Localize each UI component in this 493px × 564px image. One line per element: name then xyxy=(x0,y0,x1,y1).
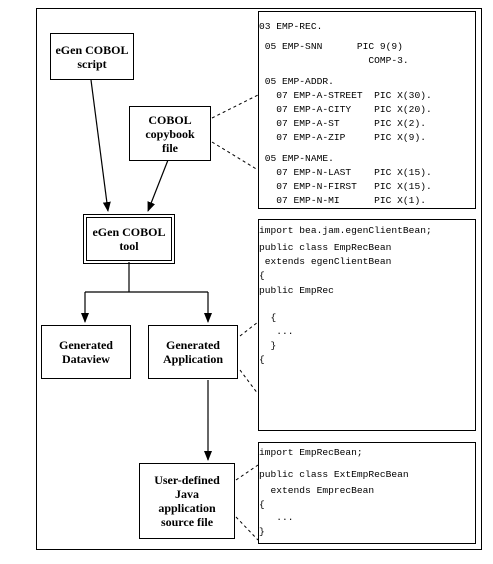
code-line: 05 EMP-NAME. xyxy=(259,153,334,164)
arrow-copybook-to-tool xyxy=(147,159,169,212)
code-line: 07 EMP-A-ST PIC X(2). xyxy=(259,118,426,129)
node-user-defined-java-source: User-defined Java application source fil… xyxy=(139,463,235,539)
callout-application-bottom xyxy=(239,369,259,395)
node-egen-cobol-script: eGen COBOL script xyxy=(50,33,134,80)
code-line: { xyxy=(259,270,265,281)
code-line: import EmpRecBean; xyxy=(259,447,363,458)
code-line: 07 EMP-A-CITY PIC X(20). xyxy=(259,104,432,115)
node-cobol-copybook-file: COBOL copybook file xyxy=(129,106,211,161)
code-line: } xyxy=(259,526,265,537)
user-code-panel: import EmpRecBean; public class ExtEmpRe… xyxy=(258,442,476,544)
node-generated-dataview: Generated Dataview xyxy=(41,325,131,379)
code-line: 07 EMP-A-STREET PIC X(30). xyxy=(259,90,432,101)
code-line: } xyxy=(259,340,277,351)
code-line: 07 EMP-N-MI PIC X(1). xyxy=(259,195,426,206)
code-line: { xyxy=(259,312,277,323)
code-line: COMP-3. xyxy=(259,55,409,66)
copybook-code-panel: 03 EMP-REC. 05 EMP-SNN PIC 9(9) COMP-3. … xyxy=(258,11,476,209)
code-line: { xyxy=(259,499,265,510)
callout-copybook-top xyxy=(211,94,259,119)
code-line: 05 EMP-ADDR. xyxy=(259,76,334,87)
code-line: 05 EMP-SNN PIC 9(9) xyxy=(259,41,403,52)
code-line: public class EmpRecBean xyxy=(259,242,392,253)
callout-copybook-bottom xyxy=(211,141,259,171)
code-line: extends EmprecBean xyxy=(259,485,375,496)
generated-code-panel: import bea.jam.egenClientBean; public cl… xyxy=(258,219,476,431)
callout-user-source-bottom xyxy=(235,516,259,541)
code-line: 07 EMP-N-LAST PIC X(15). xyxy=(259,167,432,178)
code-line: ... xyxy=(259,512,294,523)
code-line: ... xyxy=(259,326,294,337)
code-line: { xyxy=(259,354,265,365)
code-line: public EmpRec xyxy=(259,285,334,296)
callout-application-top xyxy=(239,321,259,337)
code-line: 07 EMP-A-ZIP PIC X(9). xyxy=(259,132,426,143)
code-line: import bea.jam.egenClientBean; xyxy=(259,225,432,236)
node-generated-application: Generated Application xyxy=(148,325,238,379)
code-line: extends egenClientBean xyxy=(259,256,392,267)
code-line: public class ExtEmpRecBean xyxy=(259,469,409,480)
code-line: 07 EMP-N-FIRST PIC X(15). xyxy=(259,181,432,192)
callout-user-source-top xyxy=(235,464,259,481)
code-line: 03 EMP-REC. xyxy=(259,21,323,32)
arrow-script-to-tool xyxy=(90,79,111,212)
node-egen-cobol-tool: eGen COBOL tool xyxy=(83,214,175,264)
